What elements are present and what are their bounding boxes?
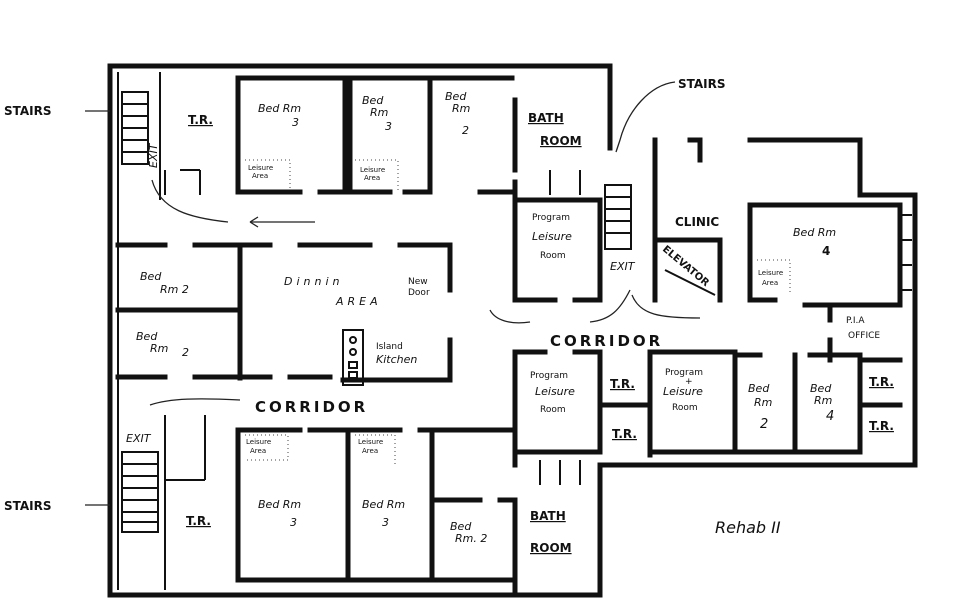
elevator-label: ELEVATOR xyxy=(660,244,711,289)
new-door-label: New xyxy=(408,277,428,287)
room-bed-rm-3-bottom-a: Bed Rm xyxy=(258,498,301,511)
room-tr-right-b: T.R. xyxy=(869,419,894,433)
pia-office-label-office: OFFICE xyxy=(848,331,880,341)
room-bed-rm-2-right-rm: Rm xyxy=(754,396,772,409)
room-tr-mid-a: T.R. xyxy=(610,377,635,391)
leisure-area-2-area: Area xyxy=(364,174,380,182)
room-bed-rm-3-top-a-number: 3 xyxy=(292,116,299,129)
room-bed-rm-3-top-b: Bed xyxy=(362,94,384,107)
program-plus-leisure-plus: + xyxy=(685,377,693,387)
stairs-top-left xyxy=(121,91,149,165)
leisure-area-4-area: Area xyxy=(250,447,266,455)
room-clinic: CLINIC xyxy=(675,215,719,229)
room-bed-rm-4-right: Bed xyxy=(810,382,832,395)
room-tr-right-a: T.R. xyxy=(869,375,894,389)
exit-label-middle: EXIT xyxy=(610,260,636,273)
room-bed-rm-3-bottom-a-number: 3 xyxy=(290,516,297,529)
room-bed-rm-2-right: Bed xyxy=(748,382,770,395)
room-bed-rm-2-right-number: 2 xyxy=(760,417,768,432)
leisure-area-1: Leisure xyxy=(248,164,273,172)
room-bed-rm-2-bottom: Bed xyxy=(450,520,472,533)
leisure-area-3-area: Area xyxy=(762,279,778,287)
leisure-area-2: Leisure xyxy=(360,166,385,174)
island-kitchen-label-kitchen: Kitchen xyxy=(376,353,417,366)
labels: STAIRS STAIRS STAIRS EXIT EXIT EXIT CORR… xyxy=(4,77,894,555)
arrow-stairs-middle xyxy=(615,81,676,153)
room-bath-top-room: ROOM xyxy=(540,134,582,148)
room-bed-rm-4-right-number: 4 xyxy=(826,409,834,424)
leisure-area-1-area: Area xyxy=(252,172,268,180)
room-tr-top: T.R. xyxy=(188,113,213,127)
program-leisure-bottom-room: Room xyxy=(540,405,566,415)
stairs-label-bottom-left: STAIRS xyxy=(4,499,52,513)
program-leisure-top-leisure: Leisure xyxy=(532,230,572,243)
program-plus-leisure-room: Room xyxy=(672,403,698,413)
stairs-label-top-left: STAIRS xyxy=(4,104,52,118)
room-bed-rm-3-top-b-number: 3 xyxy=(385,120,392,133)
walls xyxy=(107,63,918,598)
room-bed-rm-2-left-a: Bed xyxy=(140,270,162,283)
room-bed-rm-4-top: Bed Rm xyxy=(793,226,836,239)
room-bed-rm-2-left-b-rm: Rm xyxy=(150,342,168,355)
room-bed-rm-3-top-a: Bed Rm xyxy=(258,102,301,115)
leisure-area-5: Leisure xyxy=(358,438,383,446)
program-leisure-bottom: Program xyxy=(530,371,568,381)
room-bath-bottom: BATH xyxy=(530,509,566,523)
island-kitchen-label: Island xyxy=(376,342,403,352)
leisure-area-4: Leisure xyxy=(246,438,271,446)
room-bed-rm-2-left-a-rm: Rm 2 xyxy=(160,283,189,296)
room-bed-rm-4-top-number: 4 xyxy=(822,244,830,258)
program-leisure-bottom-leisure: Leisure xyxy=(535,385,575,398)
room-tr-mid-b: T.R. xyxy=(612,427,637,441)
leisure-area-3: Leisure xyxy=(758,269,783,277)
program-leisure-top: Program xyxy=(532,213,570,223)
dining-area-label-area: AREA xyxy=(335,295,382,308)
room-bed-rm-4-right-rm: Rm xyxy=(814,394,832,407)
stairs-label-middle: STAIRS xyxy=(678,77,726,91)
stairs-middle xyxy=(604,184,632,250)
room-bed-rm-3-top-b-rm: Rm xyxy=(370,106,388,119)
room-bed-rm-2-bottom-rm: Rm. 2 xyxy=(455,532,487,545)
room-bed-rm-2-top: Bed xyxy=(445,90,467,103)
room-bed-rm-3-bottom-b-number: 3 xyxy=(382,516,389,529)
program-plus-leisure-leisure: Leisure xyxy=(663,385,703,398)
pia-office-label: P.I.A xyxy=(846,316,865,326)
leisure-area-5-area: Area xyxy=(362,447,378,455)
room-bed-rm-3-bottom-b: Bed Rm xyxy=(362,498,405,511)
room-bed-rm-2-left-b-number: 2 xyxy=(182,346,189,359)
room-tr-bottom: T.R. xyxy=(186,514,211,528)
room-bed-rm-2-top-rm: Rm xyxy=(452,102,470,115)
exit-label-top: EXIT xyxy=(147,142,160,168)
room-bed-rm-2-left-b: Bed xyxy=(136,330,158,343)
stairs-bottom-left xyxy=(121,451,159,533)
corridor-label-right: CORRIDOR xyxy=(550,332,663,350)
annotations xyxy=(85,81,791,506)
room-bath-bottom-room: ROOM xyxy=(530,541,572,555)
exit-label-bottom: EXIT xyxy=(126,432,152,445)
program-leisure-top-room: Room xyxy=(540,251,566,261)
dining-area-label: Dinnin xyxy=(284,275,344,288)
corridor-label-lower: CORRIDOR xyxy=(255,398,368,416)
room-bed-rm-2-top-number: 2 xyxy=(462,124,469,137)
new-door-label-door: Door xyxy=(408,288,430,298)
island-kitchen-counter xyxy=(342,329,364,386)
program-plus-leisure: Program xyxy=(665,368,703,378)
room-bath-top: BATH xyxy=(528,111,564,125)
plan-title: Rehab II xyxy=(715,518,781,537)
corridor-direction-arrow xyxy=(249,216,315,228)
